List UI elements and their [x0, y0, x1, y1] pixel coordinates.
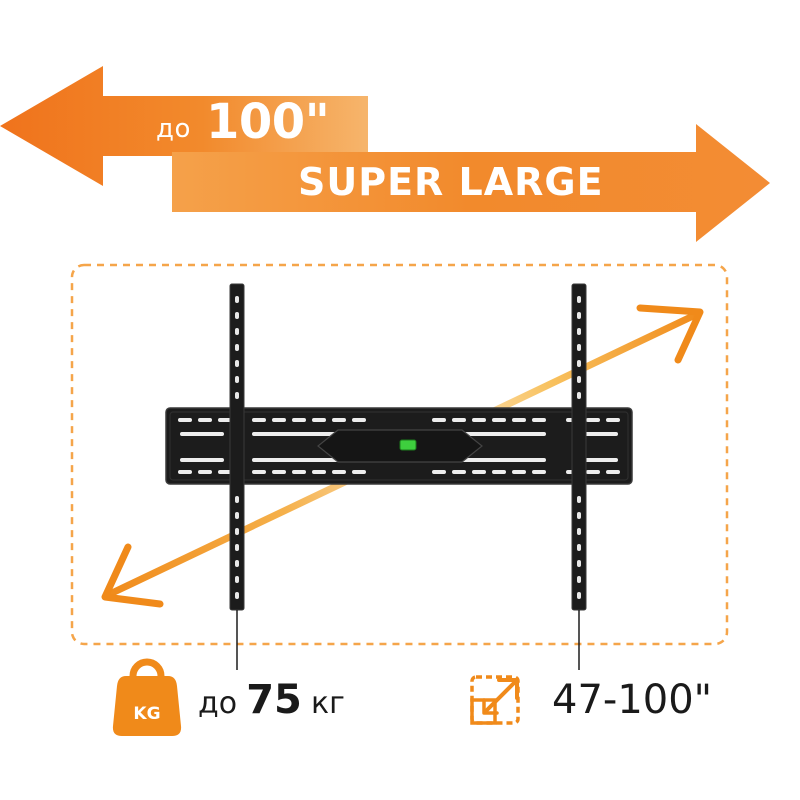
- weight-kg-icon: [112, 658, 182, 736]
- diagonal-resize-icon: [470, 675, 520, 725]
- screen-size-range: 47-100": [552, 677, 713, 723]
- tv-wall-mount: [165, 283, 633, 670]
- weight-unit: кг: [310, 686, 345, 721]
- bubble-level: [399, 439, 417, 451]
- weight-capacity: до 75 кг: [198, 680, 345, 720]
- banner-max-size: 100": [206, 94, 330, 150]
- screen-frame-outline: [70, 263, 729, 646]
- weight-badge-label: KG: [133, 704, 161, 724]
- right-arrow-banner: [172, 124, 770, 242]
- weight-prefix: до: [198, 686, 238, 721]
- banner-prefix: до: [156, 114, 191, 144]
- banner-tagline: SUPER LARGE: [298, 160, 604, 204]
- weight-value: 75: [246, 677, 302, 723]
